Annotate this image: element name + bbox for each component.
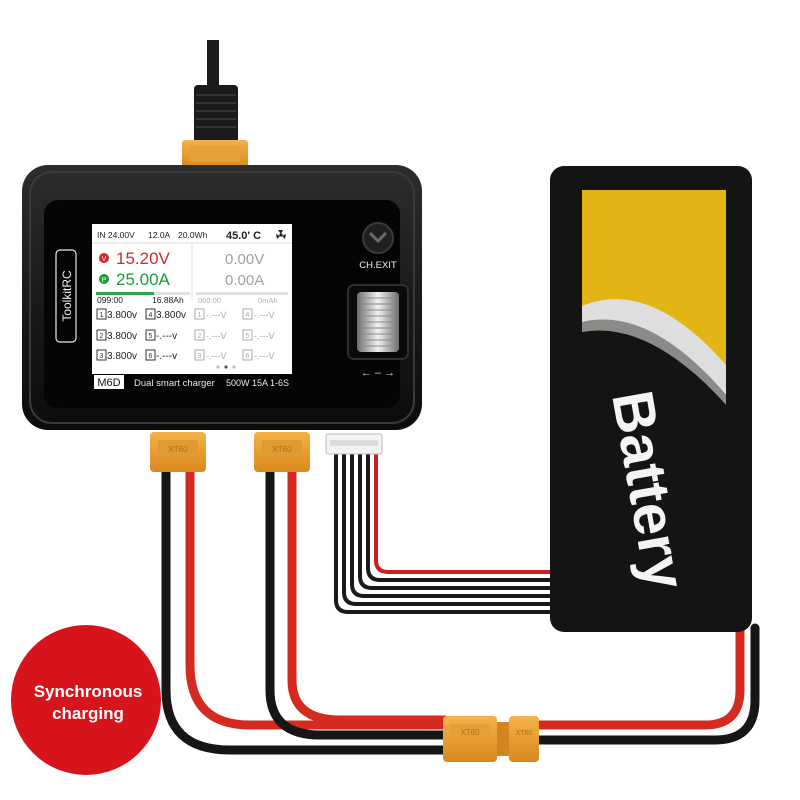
status-input-voltage: IN 24.00V bbox=[97, 230, 135, 240]
ch1-progress-bar bbox=[96, 292, 154, 295]
ch1-time: 099:00 bbox=[97, 295, 123, 305]
svg-text:4: 4 bbox=[149, 312, 153, 319]
description-label: Dual smart charger bbox=[134, 378, 215, 389]
lcd-screen: IN 24.00V 12.0A 20.0Wh 45.0' C V 15.20V … bbox=[92, 224, 292, 374]
charging-wires bbox=[161, 450, 760, 755]
status-energy: 20.0Wh bbox=[178, 230, 208, 240]
ch-exit-button[interactable]: CH.EXIT bbox=[359, 222, 397, 271]
ch1-cell-list: 1 3.800v 4 3.800v 2 3.800v 5 -.---v 3 3.… bbox=[96, 308, 186, 362]
svg-text:6: 6 bbox=[246, 353, 250, 360]
ch2-capacity: 0mAh bbox=[258, 296, 278, 305]
exit-arrow-icon bbox=[368, 231, 388, 244]
specs-label: 500W 15A 1-6S bbox=[226, 378, 289, 388]
svg-text:1: 1 bbox=[100, 312, 104, 319]
power-cable bbox=[182, 40, 248, 168]
inline-xt60-connector: XT60 XT60 bbox=[443, 716, 539, 762]
xt60-label: XT60 bbox=[272, 445, 292, 454]
svg-text:V: V bbox=[102, 256, 107, 263]
ch1-capacity: 16.88Ah bbox=[152, 295, 184, 305]
ch2-cell-6: -.---V bbox=[254, 351, 275, 361]
voltage-icon: V bbox=[99, 253, 109, 263]
exit-label: CH.EXIT bbox=[359, 260, 397, 271]
ch1-cell-3: 3.800v bbox=[107, 351, 137, 362]
ch2-cell-1: -.---V bbox=[206, 310, 227, 320]
svg-text:6: 6 bbox=[149, 353, 153, 360]
svg-text:5: 5 bbox=[149, 333, 153, 340]
synchronous-charging-badge: Synchronous charging bbox=[11, 625, 161, 775]
svg-text:3: 3 bbox=[198, 353, 202, 360]
ch2-cell-list: 1 -.---V 4 -.---V 2 -.---V 5 -.---V 3 -.… bbox=[194, 308, 275, 361]
badge-line-2: charging bbox=[52, 704, 124, 723]
xt60-label: XT60 bbox=[516, 730, 533, 737]
ch1-cell-6: -.---v bbox=[156, 351, 177, 362]
svg-text:5: 5 bbox=[246, 333, 250, 340]
svg-text:3: 3 bbox=[100, 353, 104, 360]
xt60-output-ch2: XT60 bbox=[254, 432, 310, 472]
xt60-label: XT60 bbox=[168, 445, 188, 454]
xt60-output-ch1: XT60 bbox=[150, 432, 206, 472]
ch1-cell-4: 3.800v bbox=[156, 310, 186, 321]
ch1-cell-5: -.---v bbox=[156, 331, 177, 342]
battery-pack: Battery bbox=[550, 166, 752, 632]
svg-text:P: P bbox=[102, 277, 107, 284]
model-label: M6D bbox=[97, 377, 120, 389]
ch2-cell-2: -.---V bbox=[206, 331, 227, 341]
nav-arrows-icon: ← – → bbox=[361, 367, 395, 379]
ch1-cell-2: 3.800v bbox=[107, 331, 137, 342]
svg-text:2: 2 bbox=[100, 333, 104, 340]
svg-text:4: 4 bbox=[246, 312, 250, 319]
scroll-wheel[interactable] bbox=[347, 284, 409, 360]
status-temperature: 45.0' C bbox=[226, 230, 261, 242]
ch2-cell-4: -.---V bbox=[254, 310, 275, 320]
current-icon: P bbox=[99, 274, 109, 284]
ch2-cell-5: -.---V bbox=[254, 331, 275, 341]
page-dots bbox=[216, 365, 236, 369]
status-current: 12.0A bbox=[148, 230, 171, 240]
ch2-time: 000:00 bbox=[198, 296, 221, 305]
charger-label-strip: M6D Dual smart charger 500W 15A 1-6S bbox=[94, 375, 289, 389]
fan-icon bbox=[276, 230, 286, 239]
xt60-label: XT60 bbox=[460, 728, 480, 737]
ch1-current: 25.00A bbox=[116, 270, 171, 289]
ch2-cell-3: -.---V bbox=[206, 351, 227, 361]
ch2-current: 0.00A bbox=[225, 272, 264, 289]
brand-label: ToolkitRC bbox=[60, 270, 74, 322]
ch1-voltage: 15.20V bbox=[116, 249, 171, 268]
svg-text:1: 1 bbox=[198, 312, 202, 319]
svg-text:2: 2 bbox=[198, 333, 202, 340]
balance-connector bbox=[325, 433, 383, 455]
ch2-voltage: 0.00V bbox=[225, 251, 264, 268]
ch1-cell-1: 3.800v bbox=[107, 310, 137, 321]
badge-line-1: Synchronous bbox=[34, 682, 143, 701]
